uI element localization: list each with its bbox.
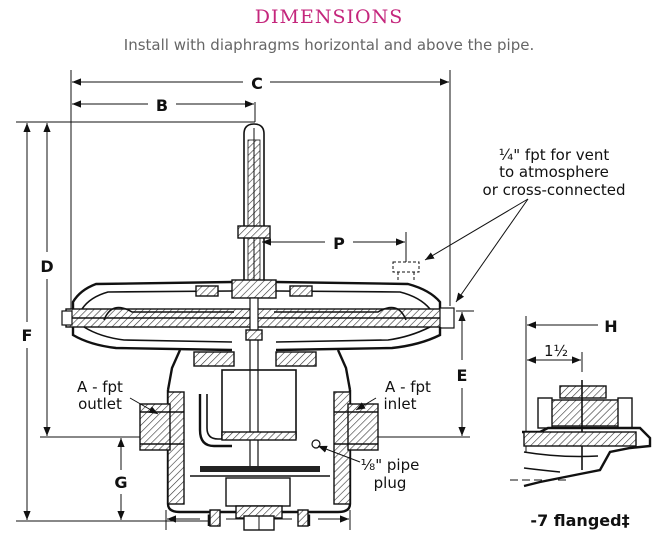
dim-b-label: B xyxy=(156,96,168,115)
callout-texts: ¼" fpt for vent to atmosphere or cross-c… xyxy=(77,146,625,492)
diagram-subtitle: Install with diaphragms horizontal and a… xyxy=(123,36,535,54)
inlet-note-line2: inlet xyxy=(384,395,417,413)
flanged-detail: 1½ -7 flanged‡ xyxy=(510,316,652,530)
dim-h-flanged-label: H xyxy=(604,317,617,336)
flanged-caption: -7 flanged‡ xyxy=(530,511,629,530)
dimension-letters: C B F D E G H H P H xyxy=(22,74,618,530)
regulator-cross-section xyxy=(61,123,455,531)
dim-d-label: D xyxy=(40,257,53,276)
inlet-note-line1: A - fpt xyxy=(385,378,431,396)
dim-p-label: P xyxy=(333,234,345,253)
dim-c-label: C xyxy=(251,74,263,93)
flanged-dimension: 1½ xyxy=(544,342,568,360)
vent-note-line1: ¼" fpt for vent xyxy=(499,146,610,164)
vent-note-line3: or cross-connected xyxy=(483,181,626,199)
plug-note-line2: plug xyxy=(374,474,407,492)
dim-f-label: F xyxy=(22,326,33,345)
vent-note-line2: to atmosphere xyxy=(499,163,609,181)
dimension-arrows xyxy=(23,78,598,523)
plug-note-line1: ⅛" pipe xyxy=(361,456,420,474)
outlet-note-line2: outlet xyxy=(78,395,122,413)
outlet-note-line1: A - fpt xyxy=(77,378,123,396)
dim-e-label: E xyxy=(457,366,468,385)
diagram-title: DIMENSIONS xyxy=(254,6,404,28)
leader-lines xyxy=(129,198,529,463)
dim-g-label: G xyxy=(114,473,127,492)
